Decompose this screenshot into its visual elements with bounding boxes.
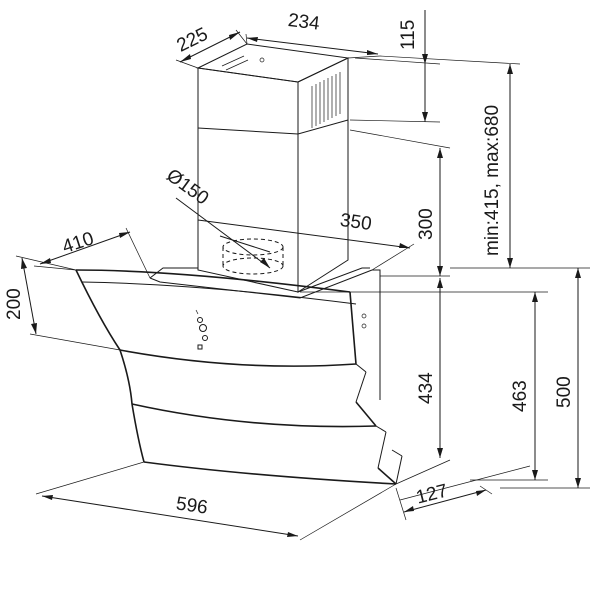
hood-body <box>149 267 381 400</box>
dim-200: 200 <box>4 288 25 320</box>
control-panel <box>195 309 208 350</box>
duct-outlet <box>222 238 284 275</box>
dim-300: 300 <box>416 208 437 240</box>
dim-410: 410 <box>60 228 97 258</box>
glass-panels <box>75 269 403 485</box>
dim-350: 350 <box>339 210 373 235</box>
dim-234: 234 <box>287 10 321 35</box>
vent-slots <box>311 72 341 128</box>
dim-596: 596 <box>175 493 209 518</box>
chimney <box>196 43 350 293</box>
dim-diameter-150: Ø150 <box>162 165 212 209</box>
dim-225: 225 <box>174 24 212 57</box>
dim-500: 500 <box>554 376 575 408</box>
dim-min-max: min:415, max:680 <box>482 105 503 256</box>
dim-127: 127 <box>414 480 450 508</box>
dim-115: 115 <box>398 20 419 50</box>
dimension-lines: 225 234 115 min:415, max:680 Ø150 350 30… <box>4 10 590 541</box>
dim-434: 434 <box>416 372 437 404</box>
dim-463: 463 <box>510 380 531 412</box>
